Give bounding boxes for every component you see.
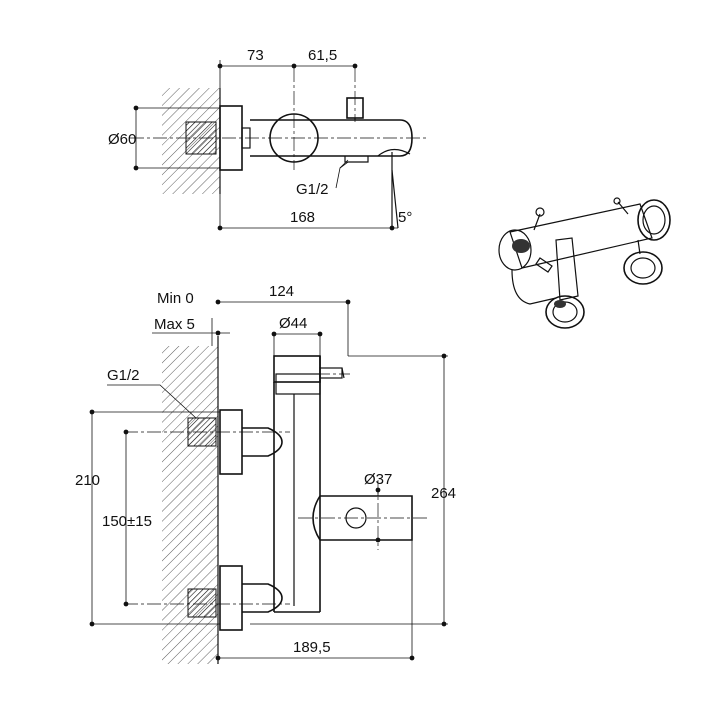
dim-d37: Ø37 — [364, 471, 392, 488]
max-label: Max 5 — [154, 316, 195, 333]
dim-5deg: 5° — [398, 209, 412, 226]
dim-150: 150±15 — [102, 513, 152, 530]
top-view: 73 61,5 Ø60 G1/2 168 5° — [108, 47, 428, 231]
dim-264: 264 — [431, 485, 456, 502]
front-view: Min 0 Max 5 124 Ø44 G1/2 210 150±15 — [75, 283, 456, 664]
dim-168: 168 — [290, 209, 315, 226]
min-label: Min 0 — [157, 290, 194, 307]
dim-61-5: 61,5 — [308, 47, 337, 64]
dim-189-5: 189,5 — [293, 639, 331, 656]
dim-g12-top: G1/2 — [296, 181, 329, 198]
dim-d60: Ø60 — [108, 131, 136, 148]
g12-label-front: G1/2 — [107, 367, 140, 384]
dim-124: 124 — [269, 283, 294, 300]
dim-d44: Ø44 — [279, 315, 307, 332]
dim-210: 210 — [75, 472, 100, 489]
dim-73: 73 — [247, 47, 264, 64]
thread-lower — [187, 588, 217, 618]
isometric-view — [498, 197, 671, 329]
iso-left-knob — [512, 239, 530, 253]
